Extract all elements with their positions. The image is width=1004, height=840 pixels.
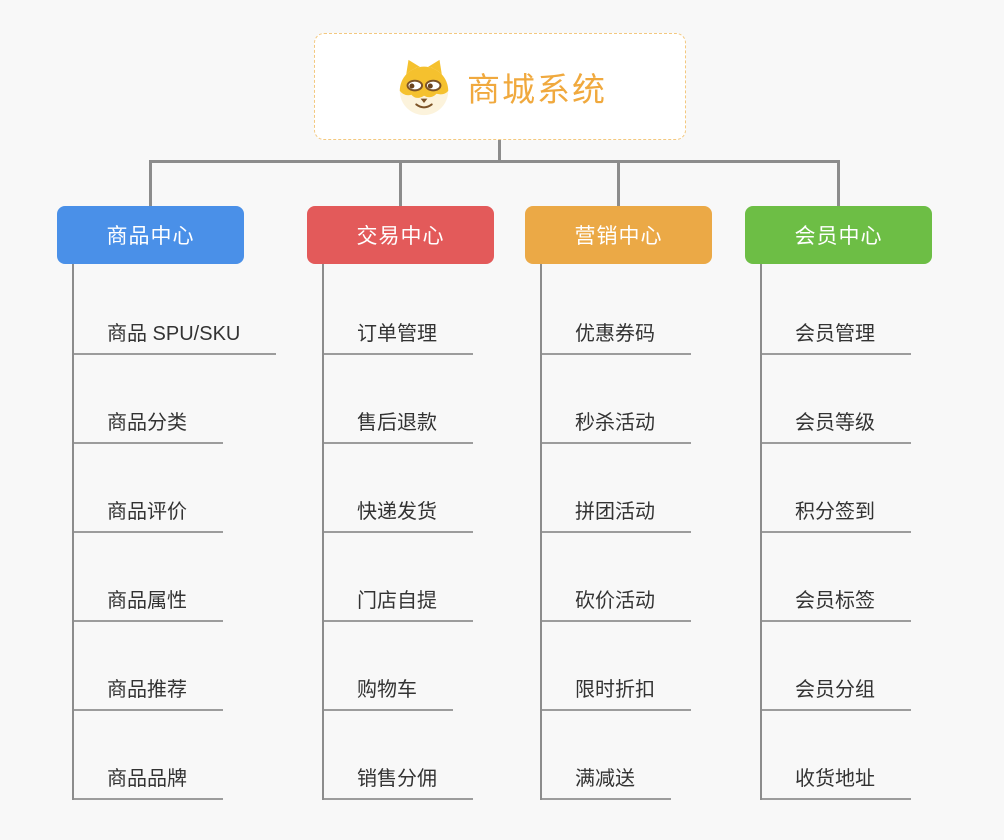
leaf-node[interactable]: 门店自提 — [324, 533, 473, 622]
leaf-label: 满减送 — [542, 762, 671, 800]
leaf-label: 拼团活动 — [542, 495, 691, 533]
leaf-node[interactable]: 售后退款 — [324, 355, 473, 444]
branch-label: 营销中心 — [574, 225, 663, 248]
leaf-label: 销售分佣 — [324, 762, 473, 800]
leaf-label: 会员标签 — [762, 584, 911, 622]
connector-drop-0 — [149, 160, 152, 208]
leaf-node[interactable]: 商品分类 — [74, 355, 276, 444]
connector-drop-3 — [837, 160, 840, 208]
root-title: 商城系统 — [467, 70, 607, 108]
leaf-node[interactable]: 购物车 — [324, 622, 473, 711]
leaf-label: 积分签到 — [762, 495, 911, 533]
leaf-node[interactable]: 销售分佣 — [324, 711, 473, 800]
leaf-label: 门店自提 — [324, 584, 473, 622]
leaf-label: 商品分类 — [74, 406, 223, 444]
branch-node-1[interactable]: 交易中心 — [307, 206, 494, 264]
leaf-label: 限时折扣 — [542, 673, 691, 711]
leaf-label: 秒杀活动 — [542, 406, 691, 444]
leaf-node[interactable]: 会员标签 — [762, 533, 911, 622]
leaf-node[interactable]: 限时折扣 — [542, 622, 691, 711]
leaf-label: 砍价活动 — [542, 584, 691, 622]
leaf-label: 商品 SPU/SKU — [74, 317, 277, 355]
leaf-label: 会员管理 — [762, 317, 911, 355]
connector-stem — [498, 140, 501, 162]
leaf-label: 收货地址 — [762, 762, 911, 800]
leaf-label: 会员分组 — [762, 673, 911, 711]
connector-horizontal — [149, 160, 840, 163]
leaf-node[interactable]: 会员分组 — [762, 622, 911, 711]
leaf-label: 优惠券码 — [542, 317, 691, 355]
leaf-node[interactable]: 会员等级 — [762, 355, 911, 444]
dog-face-icon — [393, 56, 455, 118]
leaf-label: 售后退款 — [324, 406, 473, 444]
leaf-node[interactable]: 商品推荐 — [74, 622, 276, 711]
leaf-node[interactable]: 订单管理 — [324, 264, 473, 355]
leaf-node[interactable]: 秒杀活动 — [542, 355, 691, 444]
leaf-node[interactable]: 优惠券码 — [542, 264, 691, 355]
branch-children-column-1: 订单管理 售后退款 快递发货 门店自提 购物车 销售分佣 — [322, 264, 473, 800]
leaf-node[interactable]: 收货地址 — [762, 711, 911, 800]
branch-label: 商品中心 — [106, 225, 195, 248]
branch-node-2[interactable]: 营销中心 — [525, 206, 712, 264]
leaf-node[interactable]: 商品品牌 — [74, 711, 276, 800]
leaf-label: 购物车 — [324, 673, 453, 711]
root-node-mall-system[interactable]: 商城系统 — [314, 33, 686, 140]
leaf-label: 会员等级 — [762, 406, 911, 444]
leaf-node[interactable]: 积分签到 — [762, 444, 911, 533]
leaf-node[interactable]: 商品属性 — [74, 533, 276, 622]
branch-label: 交易中心 — [356, 225, 445, 248]
leaf-node[interactable]: 商品评价 — [74, 444, 276, 533]
branch-node-3[interactable]: 会员中心 — [745, 206, 932, 264]
leaf-label: 订单管理 — [324, 317, 473, 355]
leaf-label: 商品属性 — [74, 584, 223, 622]
leaf-node[interactable]: 砍价活动 — [542, 533, 691, 622]
leaf-node[interactable]: 商品 SPU/SKU — [74, 264, 277, 355]
branch-children-column-3: 会员管理 会员等级 积分签到 会员标签 会员分组 收货地址 — [760, 264, 911, 800]
leaf-label: 商品推荐 — [74, 673, 223, 711]
branch-children-column-0: 商品 SPU/SKU 商品分类 商品评价 商品属性 商品推荐 商品品牌 — [72, 264, 277, 800]
leaf-node[interactable]: 会员管理 — [762, 264, 911, 355]
leaf-node[interactable]: 快递发货 — [324, 444, 473, 533]
connector-drop-1 — [399, 160, 402, 208]
leaf-label: 商品评价 — [74, 495, 223, 533]
branch-label: 会员中心 — [794, 225, 883, 248]
leaf-label: 快递发货 — [324, 495, 473, 533]
branch-children-column-2: 优惠券码 秒杀活动 拼团活动 砍价活动 限时折扣 满减送 — [540, 264, 691, 800]
branch-node-0[interactable]: 商品中心 — [57, 206, 244, 264]
leaf-node[interactable]: 满减送 — [542, 711, 691, 800]
leaf-node[interactable]: 拼团活动 — [542, 444, 691, 533]
leaf-label: 商品品牌 — [74, 762, 223, 800]
connector-drop-2 — [617, 160, 620, 208]
